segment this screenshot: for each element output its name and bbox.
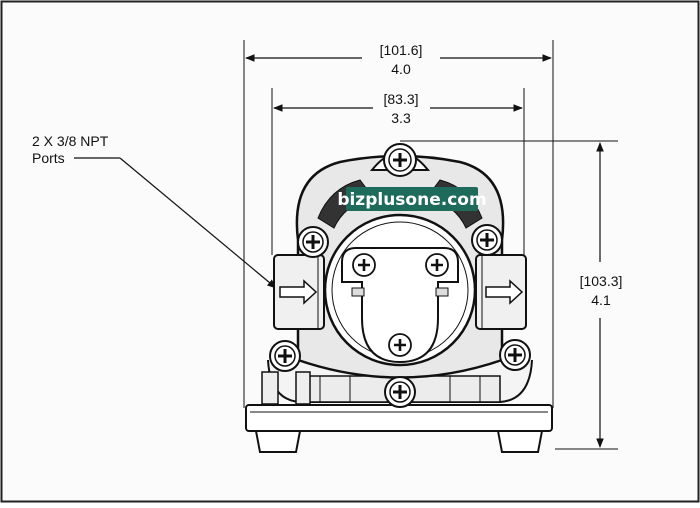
valve-plate — [341, 247, 459, 364]
ports-callout: 2 X 3/8 NPT Ports — [32, 133, 277, 289]
watermark: bizplusone.com — [337, 187, 487, 211]
outer-width-imperial: 4.0 — [391, 61, 411, 77]
screw-lower-left-icon — [269, 340, 301, 372]
callout-line-1: 2 X 3/8 NPT — [32, 133, 109, 149]
left-port-arrow-icon — [279, 279, 318, 305]
screw-plate-bottom-icon — [388, 333, 412, 357]
screw-top-icon — [383, 143, 417, 177]
outer-width-metric: [101.6] — [380, 42, 423, 58]
inner-width-dimension: [83.3] 3.3 — [271, 88, 525, 255]
screw-plate-left-icon — [352, 253, 376, 277]
screw-plate-right-icon — [425, 253, 449, 277]
screw-upper-left-icon — [297, 226, 329, 258]
height-metric: [103.3] — [580, 273, 623, 289]
watermark-text: bizplusone.com — [337, 190, 486, 210]
screw-lower-right-icon — [499, 339, 531, 371]
screw-bottom-icon — [384, 376, 416, 408]
callout-line-2: Ports — [32, 150, 65, 166]
base-plate — [245, 404, 553, 432]
right-foot — [496, 430, 544, 453]
outer-width-dimension: [101.6] 4.0 — [243, 40, 554, 408]
inner-width-metric: [83.3] — [383, 91, 418, 107]
height-imperial: 4.1 — [591, 292, 611, 308]
screw-upper-right-icon — [471, 224, 503, 256]
height-dimension: [103.3] 4.1 — [400, 140, 623, 450]
pump-illustration — [245, 143, 553, 453]
left-foot — [254, 430, 302, 453]
right-port-arrow-icon — [485, 279, 524, 305]
inner-width-imperial: 3.3 — [391, 110, 411, 126]
